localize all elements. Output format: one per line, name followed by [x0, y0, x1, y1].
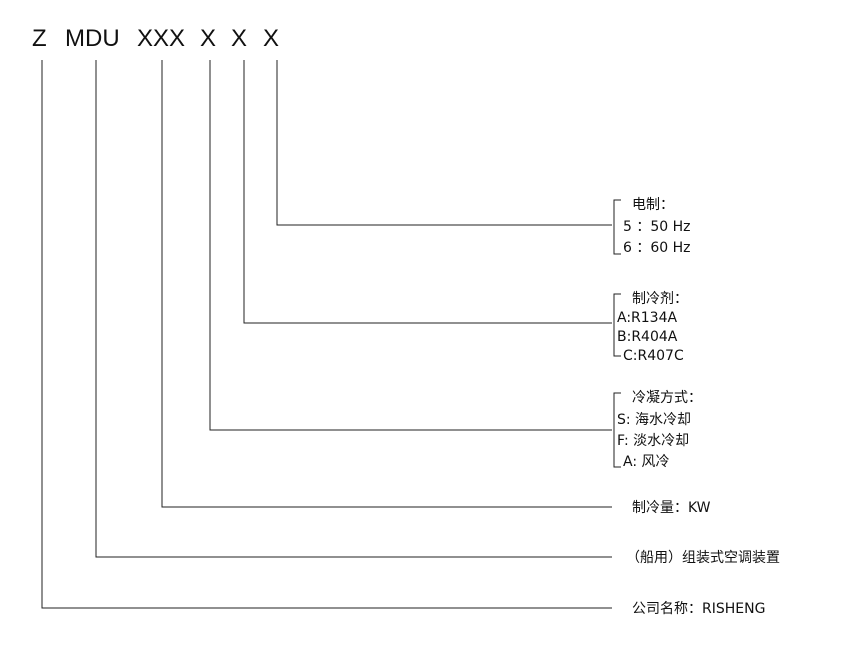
code-segment-refrigerant: X	[231, 25, 247, 52]
leader-line-capacity	[161, 60, 612, 508]
capacity-label: 制冷量：KW	[632, 500, 711, 516]
type-label: （船用）组装式空调装置	[626, 550, 780, 566]
field-refrigerant: 制冷剂： A:R134A B:R404A C:R407C	[617, 291, 688, 364]
leader-line-company	[41, 60, 612, 609]
bracket-power	[613, 199, 621, 255]
bracket-condensing	[613, 392, 621, 468]
company-label: 公司名称：RISHENG	[632, 601, 765, 617]
code-segment-condensing: X	[200, 25, 216, 52]
code-segment-series: MDU	[65, 25, 120, 52]
power-title: 电制：	[632, 197, 674, 213]
power-option: 5 ：50 Hz	[623, 219, 691, 235]
code-segment-power: X	[263, 25, 279, 52]
condensing-option: S: 海水冷却	[617, 412, 691, 428]
field-power: 电制： 5 ：50 Hz 6 ：60 Hz	[623, 197, 691, 256]
refrigerant-option: A:R134A	[617, 310, 677, 326]
leader-line-refrigerant	[243, 60, 612, 324]
condensing-option: A: 风冷	[623, 454, 670, 470]
condensing-title: 冷凝方式：	[632, 390, 702, 406]
leader-line-condensing	[209, 60, 612, 431]
refrigerant-option: C:R407C	[623, 348, 684, 364]
code-segment-capacity: XXX	[137, 25, 185, 52]
refrigerant-option: B:R404A	[617, 329, 678, 345]
code-segment-company: Z	[32, 25, 47, 52]
model-code: Z MDU XXX X X X	[32, 25, 279, 52]
leader-line-power	[276, 60, 612, 226]
power-option: 6 ：60 Hz	[623, 240, 691, 256]
condensing-option: F: 淡水冷却	[617, 433, 689, 449]
leader-line-type	[95, 60, 612, 558]
refrigerant-title: 制冷剂：	[632, 291, 688, 307]
bracket-refrigerant	[613, 293, 621, 357]
field-condensing: 冷凝方式： S: 海水冷却 F: 淡水冷却 A: 风冷	[617, 390, 702, 470]
